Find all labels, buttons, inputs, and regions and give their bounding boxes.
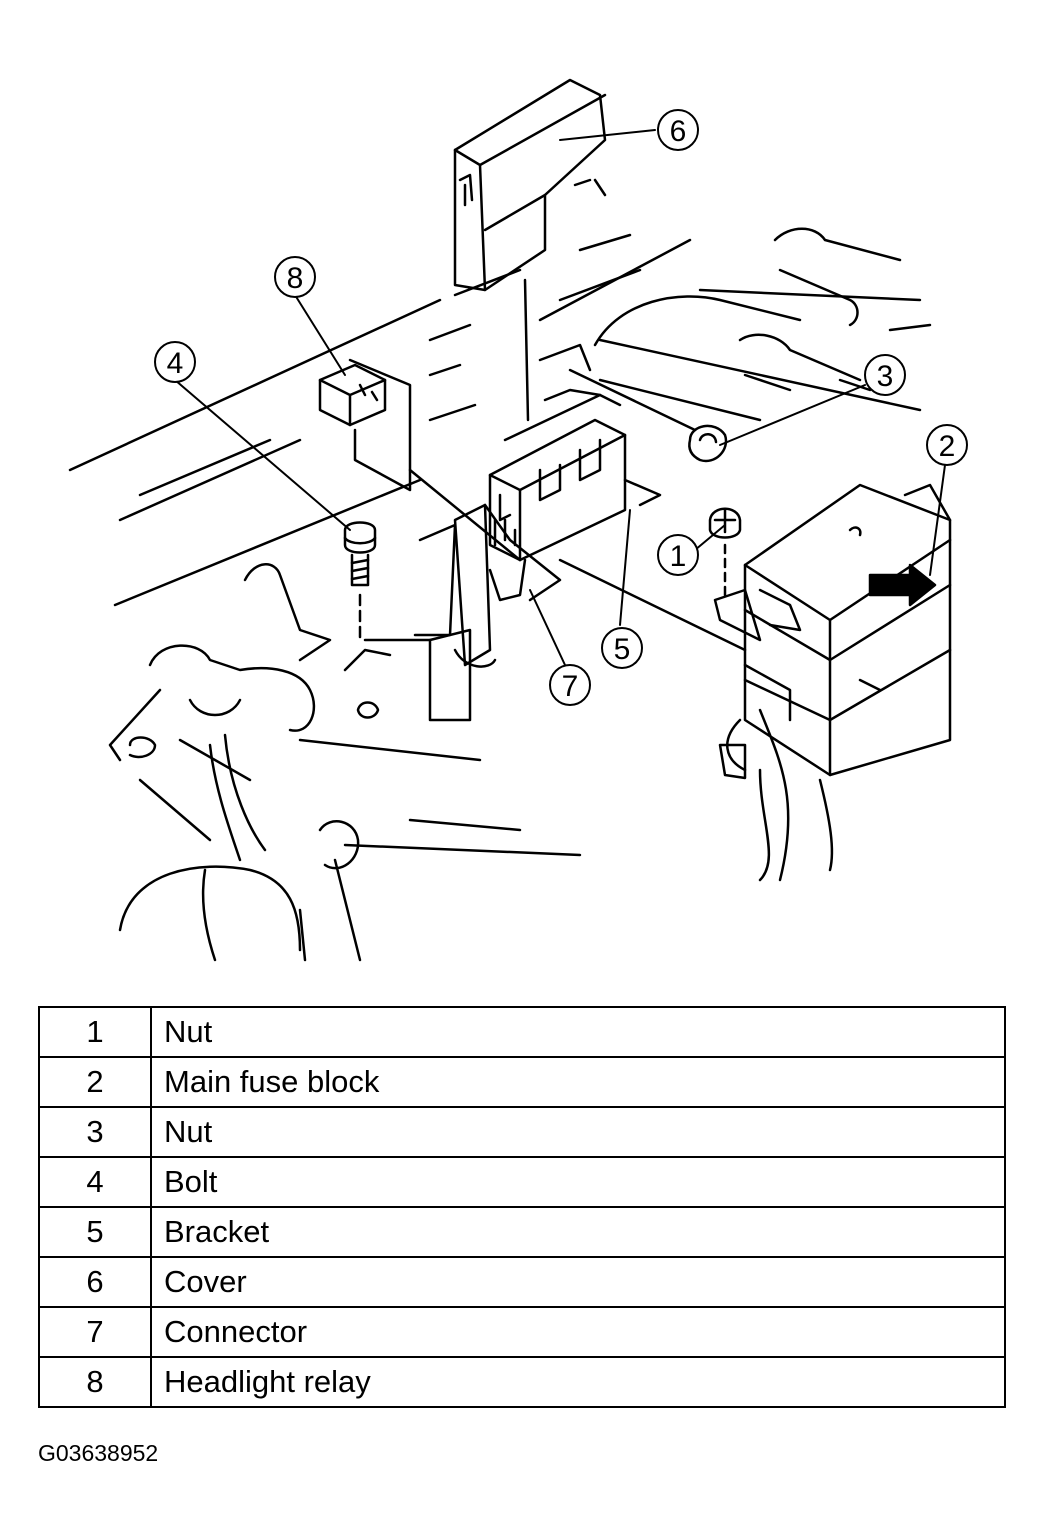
legend-label: Nut	[150, 1106, 1006, 1158]
svg-text:2: 2	[939, 430, 956, 463]
main-fuse-block-part	[713, 483, 952, 882]
legend-label: Headlight relay	[150, 1356, 1006, 1408]
exploded-view-diagram: 1 2 3 4 5 6 7 8	[68, 78, 968, 962]
callout-1: 1	[657, 534, 699, 576]
headlight-relay-part	[318, 358, 522, 562]
legend-number: 7	[38, 1306, 152, 1358]
parts-legend-table: 1 Nut 2 Main fuse block 3 Nut 4 Bolt 5 B…	[38, 1006, 1006, 1408]
legend-number: 6	[38, 1256, 152, 1308]
callouts: 1 2 3 4 5 6 7 8	[154, 109, 968, 706]
legend-number: 1	[38, 1006, 152, 1058]
legend-label: Main fuse block	[150, 1056, 1006, 1108]
table-row: 6 Cover	[38, 1256, 1006, 1308]
legend-number: 8	[38, 1356, 152, 1408]
legend-number: 3	[38, 1106, 152, 1158]
legend-number: 4	[38, 1156, 152, 1208]
svg-text:6: 6	[670, 115, 687, 148]
legend-label: Connector	[150, 1306, 1006, 1358]
body-panel-lines	[68, 233, 932, 607]
nut-3-part	[568, 368, 728, 463]
removal-arrow	[868, 563, 937, 607]
cover-part	[453, 78, 607, 292]
left-engine-components	[108, 563, 582, 962]
nut-1-part	[708, 507, 742, 602]
callout-6: 6	[657, 109, 699, 151]
svg-text:4: 4	[167, 347, 184, 380]
callout-4: 4	[154, 341, 196, 383]
legend-label: Bolt	[150, 1156, 1006, 1208]
legend-label: Nut	[150, 1006, 1006, 1058]
leader-lines	[174, 129, 946, 666]
table-row: 1 Nut	[38, 1006, 1006, 1058]
callout-8: 8	[274, 256, 316, 298]
table-row: 4 Bolt	[38, 1156, 1006, 1208]
legend-number: 5	[38, 1206, 152, 1258]
bracket-part	[343, 503, 747, 722]
table-row: 3 Nut	[38, 1106, 1006, 1158]
callout-2: 2	[926, 424, 968, 466]
table-row: 8 Headlight relay	[38, 1356, 1006, 1408]
legend-number: 2	[38, 1056, 152, 1108]
table-row: 5 Bracket	[38, 1206, 1006, 1258]
relay-block-part	[488, 278, 662, 562]
legend-label: Cover	[150, 1256, 1006, 1308]
bolt-part	[343, 521, 377, 642]
upper-hoses	[593, 227, 902, 392]
callout-5: 5	[601, 627, 643, 669]
svg-text:7: 7	[562, 670, 579, 703]
legend-label: Bracket	[150, 1206, 1006, 1258]
callout-7: 7	[549, 664, 591, 706]
figure-code: G03638952	[38, 1440, 159, 1466]
svg-text:3: 3	[877, 360, 894, 393]
svg-text:8: 8	[287, 262, 304, 295]
svg-text:1: 1	[670, 540, 687, 573]
table-row: 7 Connector	[38, 1306, 1006, 1358]
callout-3: 3	[864, 354, 906, 396]
table-row: 2 Main fuse block	[38, 1056, 1006, 1108]
svg-text:5: 5	[614, 633, 631, 666]
